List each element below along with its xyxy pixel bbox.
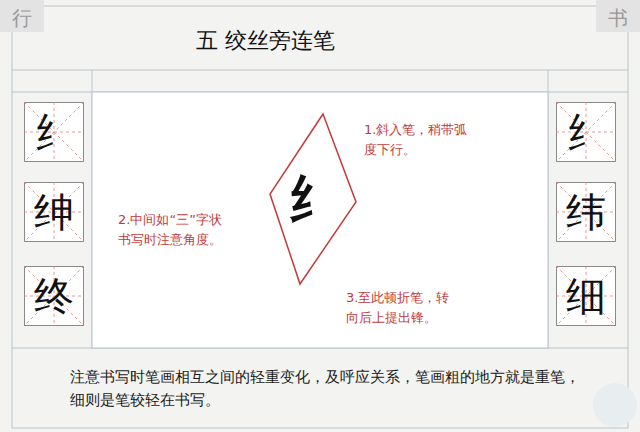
grid-guide	[556, 182, 616, 242]
rule-line	[12, 70, 628, 71]
grid-guide	[556, 182, 616, 242]
corner-watermark: 行	[6, 3, 38, 34]
practice-grid: 纟	[556, 102, 616, 162]
calligraphy-char: 纟	[288, 174, 338, 224]
grid-border	[557, 183, 616, 242]
grid-guide	[556, 266, 616, 326]
grid-border	[25, 267, 84, 326]
grid-guide	[556, 102, 616, 162]
corner-watermark: 书	[602, 3, 634, 34]
calligraphy-char: 绅	[34, 192, 74, 232]
diamond-outline	[270, 114, 356, 284]
annotation-note: 1.斜入笔，稍带弧度下行。	[364, 120, 476, 160]
grid-guide	[24, 182, 84, 242]
decor-flower	[593, 383, 637, 427]
grid-guide	[24, 182, 84, 242]
grid-guide	[24, 266, 84, 326]
outer-border	[12, 6, 628, 428]
practice-grid: 纬	[556, 182, 616, 242]
footer-note: 注意书写时笔画相互之间的轻重变化，及呼应关系，笔画粗的地方就是重笔，细则是笔较轻…	[70, 366, 580, 413]
annotation-note: 3.至此顿折笔，转向后上提出锋。	[346, 288, 462, 328]
calligraphy-char: 终	[34, 276, 74, 316]
practice-grid: 绅	[24, 182, 84, 242]
center-panel	[92, 92, 548, 348]
calligraphy-char: 纟	[566, 112, 606, 152]
grid-guide	[556, 266, 616, 326]
annotation-note: 2.中间如“三”字状书写时注意角度。	[118, 210, 226, 250]
calligraphy-char: 纬	[566, 192, 606, 232]
grid-border	[557, 103, 616, 162]
grid-border	[25, 183, 84, 242]
practice-grid: 终	[24, 266, 84, 326]
calligraphy-char: 细	[566, 276, 606, 316]
calligraphy-char: 纟	[34, 112, 74, 152]
stroke-diamond: 纟	[268, 112, 358, 286]
page-title: 五 绞丝旁连笔	[196, 26, 335, 56]
grid-guide	[556, 102, 616, 162]
grid-guide	[24, 102, 84, 162]
grid-border	[557, 267, 616, 326]
grid-border	[25, 103, 84, 162]
practice-grid: 细	[556, 266, 616, 326]
grid-guide	[24, 266, 84, 326]
grid-guide	[24, 102, 84, 162]
practice-grid: 纟	[24, 102, 84, 162]
